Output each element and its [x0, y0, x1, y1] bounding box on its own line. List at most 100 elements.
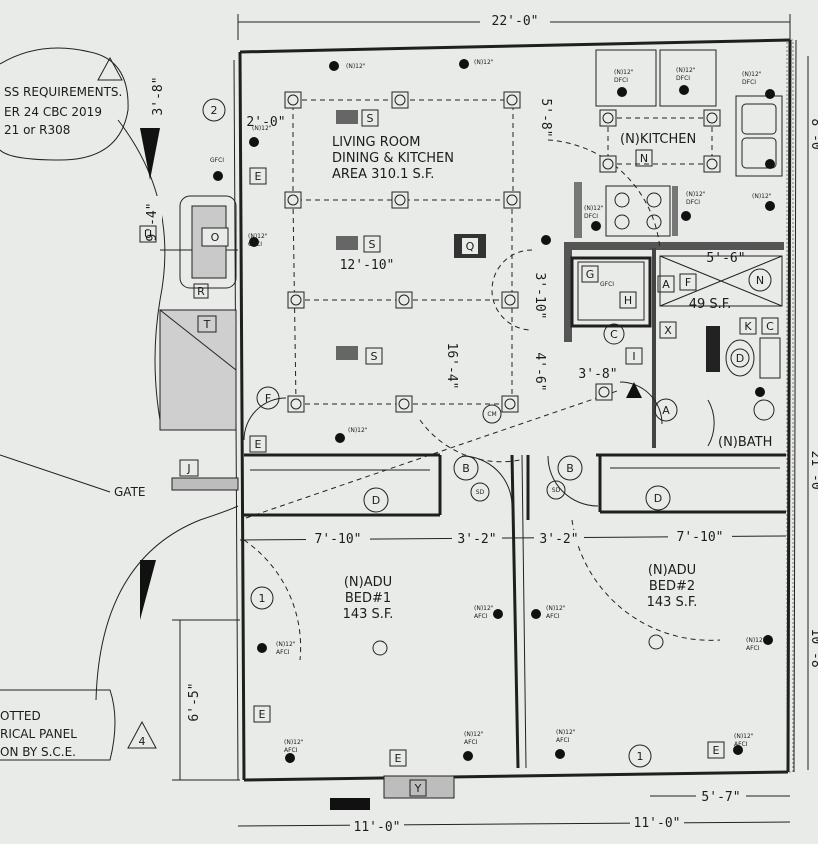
- dim-living-depth: 16'-4": [444, 343, 459, 390]
- outlet-icon: [765, 159, 775, 169]
- tag-d-3: D: [654, 492, 662, 505]
- ceiling-light-icon: [599, 109, 617, 127]
- n12-label-5: (N)12": [742, 71, 762, 78]
- ceiling-light-ring-icon: [398, 398, 410, 410]
- dim-bed1-width: 7'-10": [315, 532, 362, 547]
- tag-e-3: E: [259, 708, 266, 721]
- door-swings: [243, 139, 721, 661]
- afci-label-1: AFCI: [276, 649, 290, 656]
- ceiling-light-ring-icon: [598, 386, 610, 398]
- kitchen-counters: [574, 49, 783, 238]
- tag-2: 2: [211, 104, 218, 117]
- ceiling-fixture-icon: [372, 640, 388, 656]
- gfci-label-2: GFCI: [248, 241, 262, 248]
- tag-n-1: N: [756, 274, 764, 287]
- ceiling-light-ring-icon: [287, 94, 299, 106]
- tag-f-2: F: [685, 276, 691, 289]
- dim-right-top: 8'-0": [808, 118, 818, 157]
- n12-label-12: (N)12": [276, 641, 296, 648]
- ceiling-light-ring-icon: [290, 294, 302, 306]
- tag-c-2: C: [766, 320, 774, 333]
- ceiling-light-ring-icon: [504, 398, 516, 410]
- tag-b-1: B: [462, 462, 470, 475]
- dim-bed2-width: 7'-10": [677, 530, 724, 545]
- gate-label: GATE: [114, 485, 146, 499]
- tag-sd-1: SD: [476, 489, 485, 496]
- tag-y: Y: [414, 782, 422, 795]
- tag-a-1: A: [662, 278, 670, 291]
- tag-j: J: [186, 462, 190, 475]
- n12-label-1: (N)12": [346, 63, 366, 70]
- light-fixtures: [213, 59, 775, 763]
- ceiling-light-icon: [503, 191, 521, 209]
- req-note-1: SS REQUIREMENTS.: [4, 85, 122, 99]
- ceiling-light-ring-icon: [290, 398, 302, 410]
- bed2-label-3: 143 S.F.: [647, 595, 698, 610]
- outlet-icon: [765, 89, 775, 99]
- tag-s-2: S: [369, 238, 376, 251]
- ceiling-light-icon: [391, 91, 409, 109]
- n12-label-4: (N)12": [676, 67, 696, 74]
- top-dimension: 22'-0": [237, 12, 791, 40]
- dim-door-a: 3'-2": [457, 532, 496, 547]
- ceiling-light-ring-icon: [706, 158, 718, 170]
- n12-label-18: (N)12": [556, 729, 576, 736]
- ceiling-light-icon: [284, 191, 302, 209]
- outlet-icon: [329, 61, 339, 71]
- panel-note-3: ON BY S.C.E.: [0, 745, 76, 759]
- n12-label-19: (N)12": [734, 733, 754, 740]
- interior-walls: [244, 242, 786, 769]
- ceiling-light-icon: [501, 395, 519, 413]
- tag-e-1: E: [255, 170, 262, 183]
- ceiling-light-icon: [284, 91, 302, 109]
- kitchen-label: (N)KITCHEN: [620, 132, 696, 147]
- outlet-icon: [755, 387, 765, 397]
- living-label-2: DINING & KITCHEN: [332, 151, 454, 166]
- tag-s-3: S: [371, 350, 378, 363]
- ceiling-light-ring-icon: [506, 94, 518, 106]
- tag-e-4: E: [395, 752, 402, 765]
- afci-label-3: AFCI: [546, 613, 560, 620]
- living-label-1: LIVING ROOM: [332, 135, 420, 150]
- bed1-label-1: (N)ADU: [344, 575, 392, 590]
- ceiling-light-icon: [501, 291, 519, 309]
- afci-label-8: AFCI: [734, 741, 748, 748]
- dfci-label-4: DFCI: [584, 213, 598, 220]
- ceiling-light-icon: [503, 91, 521, 109]
- tag-cm: CM: [487, 411, 496, 418]
- tag-a-2: A: [662, 404, 670, 417]
- outlet-icon: [459, 59, 469, 69]
- living-label-3: AREA 310.1 S.F.: [332, 167, 434, 182]
- bed1-label-2: BED#1: [345, 591, 391, 606]
- dim-right-mid: 21'-0": [808, 451, 818, 498]
- ceiling-light-ring-icon: [394, 194, 406, 206]
- tag-t: T: [203, 318, 211, 331]
- tag-4: 4: [139, 735, 146, 748]
- ceiling-light-icon: [287, 291, 305, 309]
- bed1-label-3: 143 S.F.: [343, 607, 394, 622]
- dimension-labels: 3'-8" 9'-4" 6'-5" 2'-0" 5'-8" 12'-10" 16…: [142, 70, 818, 835]
- tag-1-a: 1: [259, 592, 266, 605]
- dim-ceiling-a: 2'-0": [246, 115, 285, 130]
- dim-right-low: 10'-8": [808, 629, 818, 676]
- dfci-label-3: DFCI: [742, 79, 756, 86]
- n12-label-17: (N)12": [464, 731, 484, 738]
- ceiling-light-ring-icon: [506, 194, 518, 206]
- outlet-icon: [493, 609, 503, 619]
- ceiling-fixture-icon: [648, 634, 664, 650]
- outlet-icon: [213, 171, 223, 181]
- ceiling-light-icon: [595, 383, 613, 401]
- ceiling-light-ring-icon: [287, 194, 299, 206]
- ceiling-light-icon: [599, 155, 617, 173]
- ceiling-light-ring-icon: [706, 112, 718, 124]
- tag-h: H: [624, 294, 632, 307]
- dim-hall-b: 4'-6": [532, 352, 547, 391]
- gfci-label-3: GFCI: [600, 281, 614, 288]
- tag-r: R: [197, 285, 205, 298]
- electrical-labels: (N)12" (N)12" (N)12" DFCI (N)12" DFCI (N…: [210, 59, 772, 754]
- dim-bath-width: 5'-6": [706, 251, 745, 266]
- outlet-icon: [257, 643, 267, 653]
- tags: S S S Q E E E E E O U R T F J G H C A F …: [97, 56, 779, 797]
- outlet-icon: [555, 749, 565, 759]
- bath-label: (N)BATH: [718, 435, 772, 450]
